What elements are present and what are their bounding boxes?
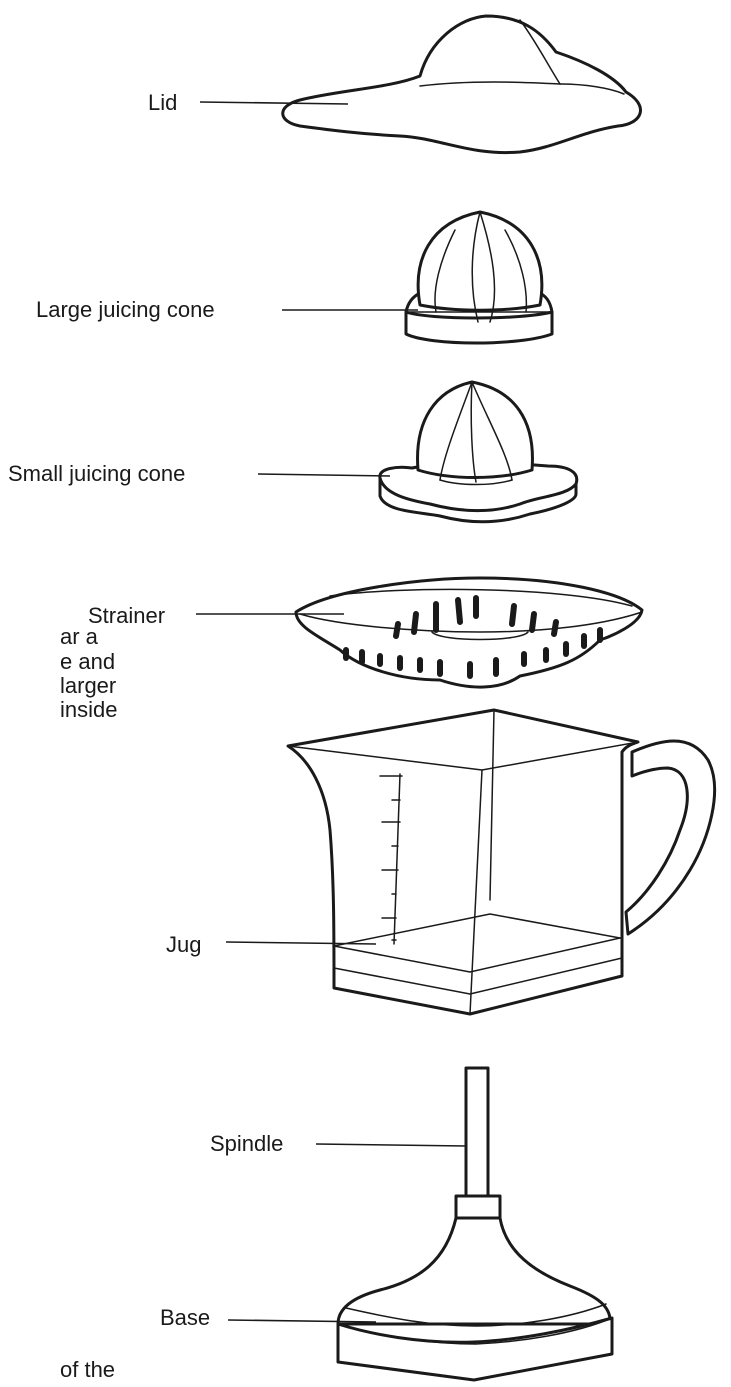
large-juicing-cone-part (282, 210, 554, 345)
cropped-text-line-3: larger (60, 673, 117, 698)
label-jug: Jug (166, 932, 202, 957)
jug-part (225, 708, 716, 1016)
cropped-text-line-4: inside (60, 697, 118, 722)
label-lid: Lid (148, 90, 178, 115)
label-small-juicing-cone: Small juicing cone (8, 461, 186, 486)
label-spindle: Spindle (210, 1131, 284, 1156)
strainer-part (196, 576, 644, 689)
small-juicing-cone-part (257, 380, 579, 524)
label-large-juicing-cone: Large juicing cone (36, 297, 215, 322)
label-base: Base (160, 1305, 211, 1330)
lid-part (199, 14, 642, 155)
cropped-text-line-1: ar a (60, 624, 98, 649)
cropped-text-line-5: of the (60, 1357, 116, 1382)
cropped-text-line-2: e and (60, 649, 116, 674)
label-strainer: Strainer (88, 603, 166, 628)
spindle-base-part (227, 1066, 614, 1382)
